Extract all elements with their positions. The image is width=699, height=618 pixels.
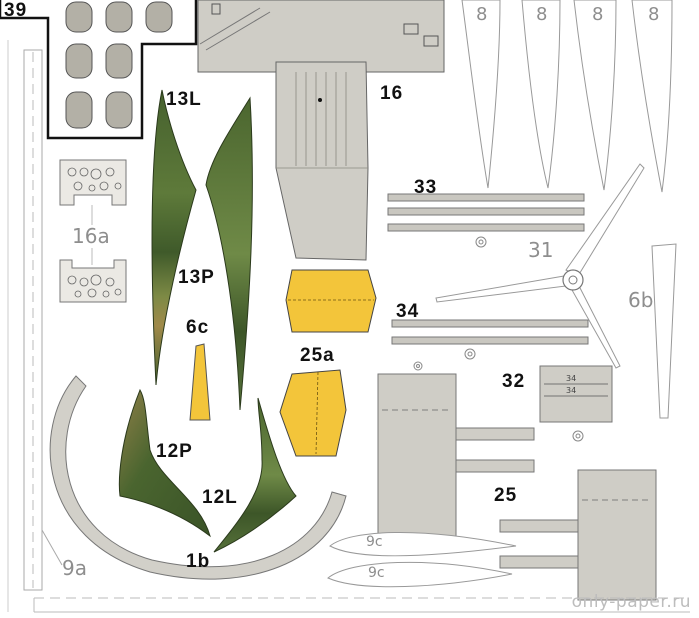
part-16a-panels [59,159,127,303]
label-9c-top: 9c [366,534,383,550]
part-31-propeller [435,163,645,369]
blade-mark-3: 8 [592,4,604,25]
part-9a-strip [7,40,63,612]
label-6c: 6c [186,317,210,338]
part-9c-airfoils [327,532,517,588]
spiral-marks [413,236,584,442]
label-39: 39 [4,0,28,21]
part-39-panel [0,0,198,140]
part-13-halves [151,89,253,411]
part-6c [189,343,211,421]
part-6b-blade [651,243,677,419]
label-9c-bottom: 9c [368,565,385,581]
label-32-strip-1: 34 [566,374,577,383]
label-9a: 9a [62,556,87,580]
label-13P: 13P [178,267,215,288]
label-16a: 16a [72,224,110,248]
label-31: 31 [528,238,554,262]
label-25a: 25a [300,345,335,366]
bottom-border [33,597,690,613]
part-32 [539,365,613,423]
label-25: 25 [494,485,518,506]
label-16: 16 [380,83,404,104]
part-12-halves [118,388,297,553]
blade-mark-4: 8 [648,4,660,25]
label-13L: 13L [166,89,202,110]
label-32: 32 [502,371,526,392]
label-1b: 1b [186,551,211,572]
blade-mark-1: 8 [476,4,488,25]
propeller-blades-8 [461,0,673,193]
part-25a [279,269,377,457]
part-1b-arc [49,375,347,580]
label-34: 34 [396,301,420,322]
part-25 [377,373,657,601]
parts-33-34-strips [387,193,589,345]
watermark: only-paper.ru [571,592,691,612]
blade-mark-2: 8 [536,4,548,25]
label-12L: 12L [202,487,238,508]
part-16-fuselage [197,0,445,261]
label-12P: 12P [156,441,193,462]
label-6b: 6b [628,288,654,312]
label-33: 33 [414,177,438,198]
label-32-strip-2: 34 [566,386,577,395]
